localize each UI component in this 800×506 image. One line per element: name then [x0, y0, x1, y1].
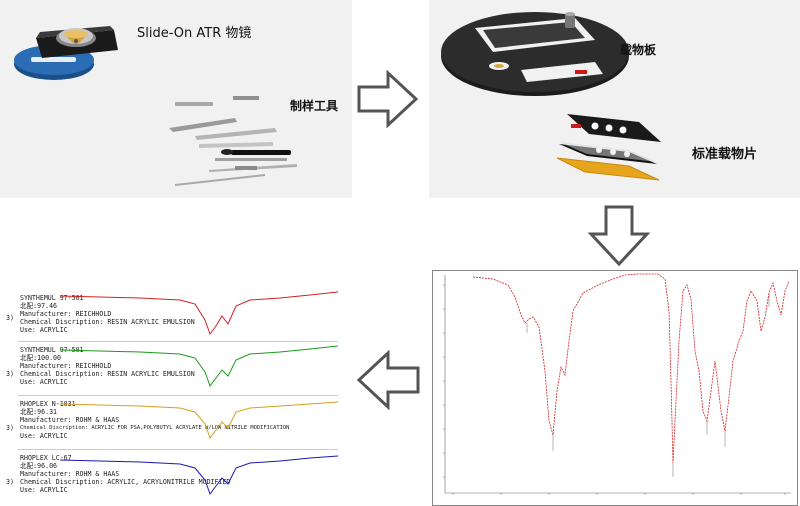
result-divider — [18, 395, 338, 396]
sample-plate-panel: 载物板 标准载物片 — [429, 0, 800, 198]
result-spectrum — [60, 455, 338, 496]
result-name: RHOPLEX N-1031 — [20, 400, 76, 408]
result-description: Chemical Discription: ACRYLIC, ACRYLONIT… — [20, 478, 231, 486]
result-name: SYNTHEMUL 97-501 — [20, 346, 84, 354]
result-divider — [18, 341, 338, 342]
library-search-results: 3) SYNTHEMUL 97-501 北配:97.46 Manufacture… — [0, 282, 345, 506]
standard-slide-label: 标准载物片 — [692, 147, 758, 162]
result-name: RHOPLEX LC-67 — [20, 454, 72, 462]
result-manufacturer: Manufacturer: ROHM & HAAS — [20, 470, 120, 478]
result-use: Use: ACRYLIC — [20, 486, 68, 494]
result-divider — [18, 449, 338, 450]
atr-objective-image — [14, 26, 118, 80]
result-use: Use: ACRYLIC — [20, 378, 68, 386]
x-axis-ticks — [452, 493, 786, 495]
result-manufacturer: Manufacturer: REICHHOLD — [20, 362, 112, 370]
ir-spectrum-plot — [443, 273, 791, 495]
result-description: Chemical Discription: ACRYLIC FOR PSA,PO… — [20, 425, 290, 431]
result-manufacturer: Manufacturer: REICHHOLD — [20, 310, 112, 318]
result-score: 北配:96.06 — [20, 462, 58, 470]
result-manufacturer: Manufacturer: ROHM & HAAS — [20, 416, 120, 424]
result-use: Use: ACRYLIC — [20, 326, 68, 334]
result-entry: 3) SYNTHEMUL 97-501 北配:97.46 Manufacture… — [0, 282, 345, 338]
left-arrow-icon — [356, 350, 420, 410]
side-marker: 3) — [6, 478, 14, 486]
result-score: 北配:100.00 — [20, 354, 61, 362]
standard-slide-image — [556, 114, 661, 181]
atr-tools-panel: Slide-On ATR 物镜 制样工具 — [0, 0, 352, 198]
y-axis-ticks — [443, 284, 445, 478]
result-spectrum — [60, 401, 338, 440]
down-arrow-icon — [588, 205, 650, 267]
result-description: Chemical Discription: RESIN ACRYLIC EMUL… — [20, 370, 195, 378]
result-spectrum — [60, 291, 338, 336]
spectrum-trace — [472, 273, 790, 464]
sample-tools-image — [169, 96, 297, 186]
result-spectrum — [60, 345, 338, 388]
sample-tools-label: 制样工具 — [290, 99, 339, 113]
result-use: Use: ACRYLIC — [20, 432, 68, 440]
peak-labels — [526, 293, 770, 477]
result-entry: 3) RHOPLEX LC-67 北配:96.06 Manufacturer: … — [0, 450, 345, 506]
side-marker: 3) — [6, 314, 14, 322]
side-marker: 3) — [6, 424, 14, 432]
result-entry: 3) RHOPLEX N-1031 北配:96.31 Manufacturer:… — [0, 396, 345, 450]
result-score: 北配:97.46 — [20, 302, 58, 310]
right-arrow-icon — [357, 70, 419, 128]
atr-objective-label: Slide-On ATR 物镜 — [137, 26, 252, 41]
sample-plate-label: 载物板 — [620, 43, 657, 57]
result-entry: 3) SYNTHEMUL 97-501 北配:100.00 Manufactur… — [0, 342, 345, 396]
side-marker: 3) — [6, 370, 14, 378]
result-score: 北配:96.31 — [20, 408, 58, 416]
result-description: Chemical Discription: RESIN ACRYLIC EMUL… — [20, 318, 195, 326]
sample-plate-image — [441, 12, 629, 96]
result-name: SYNTHEMUL 97-501 — [20, 294, 84, 302]
ir-spectrum-panel — [432, 270, 798, 506]
